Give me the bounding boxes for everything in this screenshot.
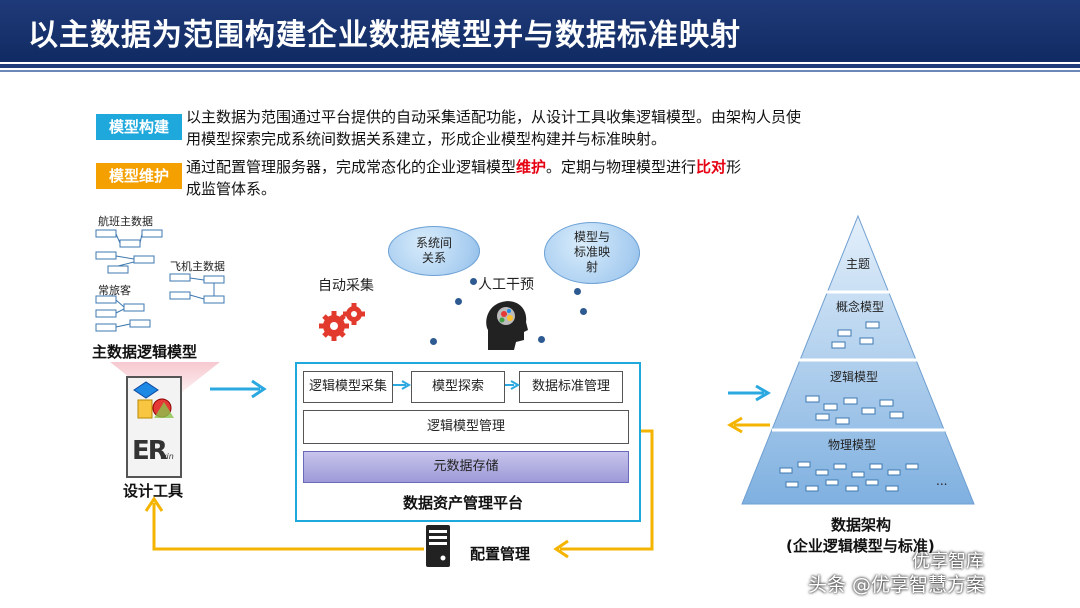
cloud-dot: [455, 298, 462, 305]
title-underline: [0, 64, 1080, 68]
platform-inner-arrows: [392, 377, 524, 393]
cloud1-line1: 系统间: [388, 236, 480, 251]
desc-maintain-c: 形: [726, 158, 741, 176]
cloud-dot: [574, 288, 581, 295]
server-icon: [425, 524, 451, 568]
title-underline-thin: [0, 70, 1080, 72]
pyramid-level-concept: 概念模型: [836, 298, 884, 315]
flight-master-diagram: [94, 226, 164, 276]
arrow-to-platform: [208, 378, 272, 400]
cloud2-line1: 模型与: [544, 230, 640, 245]
label-config-manage: 配置管理: [470, 543, 530, 564]
desc-build-line2: 用模型探索完成系统间数据关系建立，形成企业模型构建并与标准映射。: [186, 128, 926, 150]
label-manual: 人工干预: [478, 274, 534, 294]
cloud-model-standard-mapping: 模型与 标准映 射: [544, 222, 640, 284]
connector-dot: [538, 336, 545, 343]
cloud-system-relations: 系统间 关系: [388, 226, 480, 276]
box-logic-model-collect[interactable]: 逻辑模型采集: [303, 371, 393, 403]
desc-maintain-red1: 维护: [516, 158, 546, 176]
pyramid-level-physical: 物理模型: [828, 436, 876, 453]
desc-maintain-a: 通过配置管理服务器，完成常态化的企业逻辑模型: [186, 158, 516, 176]
pyramid-level-logic: 逻辑模型: [830, 368, 878, 385]
desc-maintain-red2: 比对: [696, 158, 726, 176]
shapes-icon: [128, 378, 180, 428]
desc-maintain-b: 。定期与物理模型进行: [546, 158, 696, 176]
box-logic-model-manage[interactable]: 逻辑模型管理: [303, 410, 629, 444]
watermark-bottom: 头条 @优享智慧方案: [808, 570, 985, 597]
desc-model-maintain: 通过配置管理服务器，完成常态化的企业逻辑模型维护。定期与物理模型进行比对形 成监…: [186, 156, 926, 200]
cloud1-line2: 关系: [388, 251, 480, 266]
label-master-logic-model: 主数据逻辑模型: [92, 341, 197, 362]
brain-head-icon: [482, 296, 530, 352]
label-data-architecture: 数据架构: [831, 514, 891, 535]
box-metadata-storage[interactable]: 元数据存储: [303, 451, 629, 483]
cloud-dot: [470, 278, 477, 285]
pyramid-ellipsis: ...: [936, 474, 947, 488]
label-platform: 数据资产管理平台: [403, 492, 523, 513]
cloud2-line3: 射: [544, 260, 640, 275]
connector-dot: [430, 338, 437, 345]
cloud-dot: [580, 308, 587, 315]
tag-model-maintain: 模型维护: [96, 163, 182, 189]
aircraft-master-diagram: [168, 270, 230, 310]
label-auto-collect: 自动采集: [318, 275, 374, 295]
box-data-standard-manage[interactable]: 数据标准管理: [519, 371, 623, 403]
tag-model-build: 模型构建: [96, 114, 182, 140]
frequent-flyer-diagram: [94, 294, 164, 334]
pyramid-level-subject: 主题: [846, 255, 870, 272]
cloud2-line2: 标准映: [544, 245, 640, 260]
gear-icon: [318, 300, 368, 344]
page-title: 以主数据为范围构建企业数据模型并与数据标准映射: [28, 10, 741, 54]
desc-model-build: 以主数据为范围通过平台提供的自动采集适配功能，从设计工具收集逻辑模型。由架构人员…: [186, 106, 926, 150]
desc-maintain-line2: 成监管体系。: [186, 178, 926, 200]
desc-build-line1: 以主数据为范围通过平台提供的自动采集适配功能，从设计工具收集逻辑模型。由架构人员…: [186, 106, 926, 128]
